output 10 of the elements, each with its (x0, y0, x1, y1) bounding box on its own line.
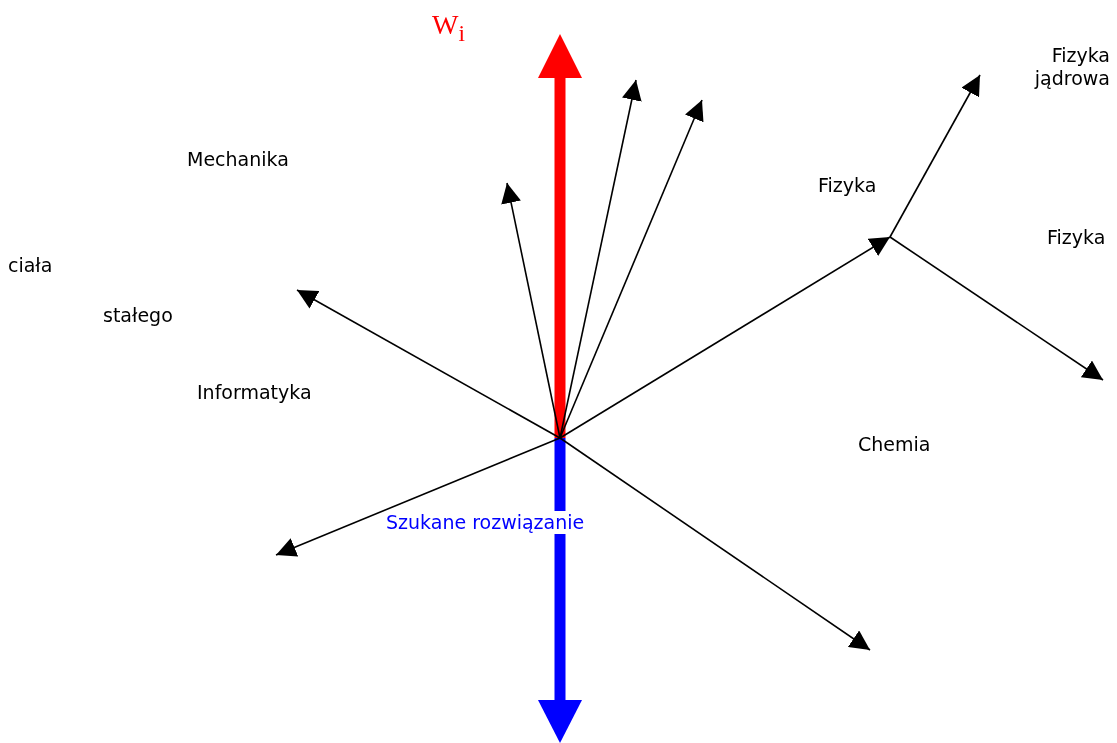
field-label: stałego (103, 304, 173, 327)
field-label: Fizyka (1047, 226, 1106, 249)
vector-label: W$_{i}$ (432, 8, 466, 48)
field-label: Chemia (858, 433, 931, 456)
solution-label: Szukane rozwiązanie (386, 511, 585, 534)
field-label: Informatyka (197, 381, 312, 404)
field-label: Mechanika (187, 148, 289, 171)
field-label: Fizyka jądrowa (1033, 44, 1110, 90)
field-label: Fizyka (818, 174, 877, 197)
field-label: ciała (8, 254, 53, 277)
